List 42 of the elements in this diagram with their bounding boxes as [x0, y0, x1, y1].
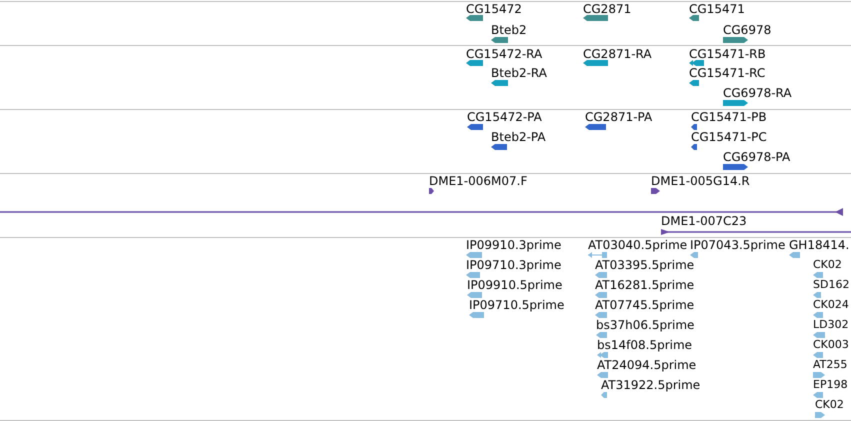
feature-label: CG6978	[723, 23, 772, 37]
feature-label: DME1-007C23	[661, 214, 747, 228]
feature-label: IP09910.3prime	[466, 238, 562, 252]
feature-label: CG15471-RB	[689, 47, 766, 61]
feature-label: CG6978-PA	[723, 150, 790, 164]
feature-label: AT03395.5prime	[595, 258, 694, 272]
feature-label: CG15471	[689, 2, 745, 16]
feature-label: bs37h06.5prime	[596, 318, 694, 332]
feature-label: CK02	[813, 258, 842, 272]
feature-label: SD162	[813, 278, 850, 292]
feature-label: IP09710.3prime	[466, 258, 562, 272]
feature-label: CG2871-PA	[585, 110, 652, 124]
feature-label: CG15471-RC	[689, 66, 766, 80]
feature-label: CG6978-RA	[723, 86, 792, 100]
feature-label: AT16281.5prime	[595, 278, 694, 292]
feature-label: CG2871-RA	[583, 47, 652, 61]
feature-label: CG15471-PC	[691, 130, 767, 144]
feature-label: Bteb2-PA	[491, 130, 546, 144]
feature-label: bs14f08.5prime	[597, 338, 692, 352]
feature-label: CK024	[813, 298, 849, 312]
feature-label: DME1-006M07.F	[429, 174, 528, 188]
feature-label: EP198	[813, 378, 848, 392]
feature-label: CG15472-RA	[466, 47, 542, 61]
feature-label: Bteb2	[491, 23, 527, 37]
feature-label: CK02	[815, 398, 844, 412]
feature-label: CK003	[813, 338, 849, 352]
feature-label: DME1-005G14.R	[651, 174, 750, 188]
feature-label: CG15472-PA	[467, 110, 542, 124]
feature-label: LD302	[813, 318, 849, 332]
feature-label: CG2871	[583, 2, 632, 16]
feature-label: IP09710.5prime	[469, 298, 564, 312]
feature-label: AT03040.5prime	[588, 238, 688, 252]
feature-label: AT255	[813, 358, 848, 372]
feature-label: AT07745.5prime	[595, 298, 694, 312]
feature-label: AT24094.5prime	[597, 358, 696, 372]
feature-label: GH18414.	[789, 238, 850, 252]
feature-label: IP07043.5prime	[690, 238, 786, 252]
feature-label: CG15471-PB	[691, 110, 767, 124]
feature-label: CG15472	[466, 2, 522, 16]
feature-label: Bteb2-RA	[491, 66, 547, 80]
feature-label: AT31922.5prime	[601, 378, 700, 392]
feature-label: IP09910.5prime	[467, 278, 562, 292]
